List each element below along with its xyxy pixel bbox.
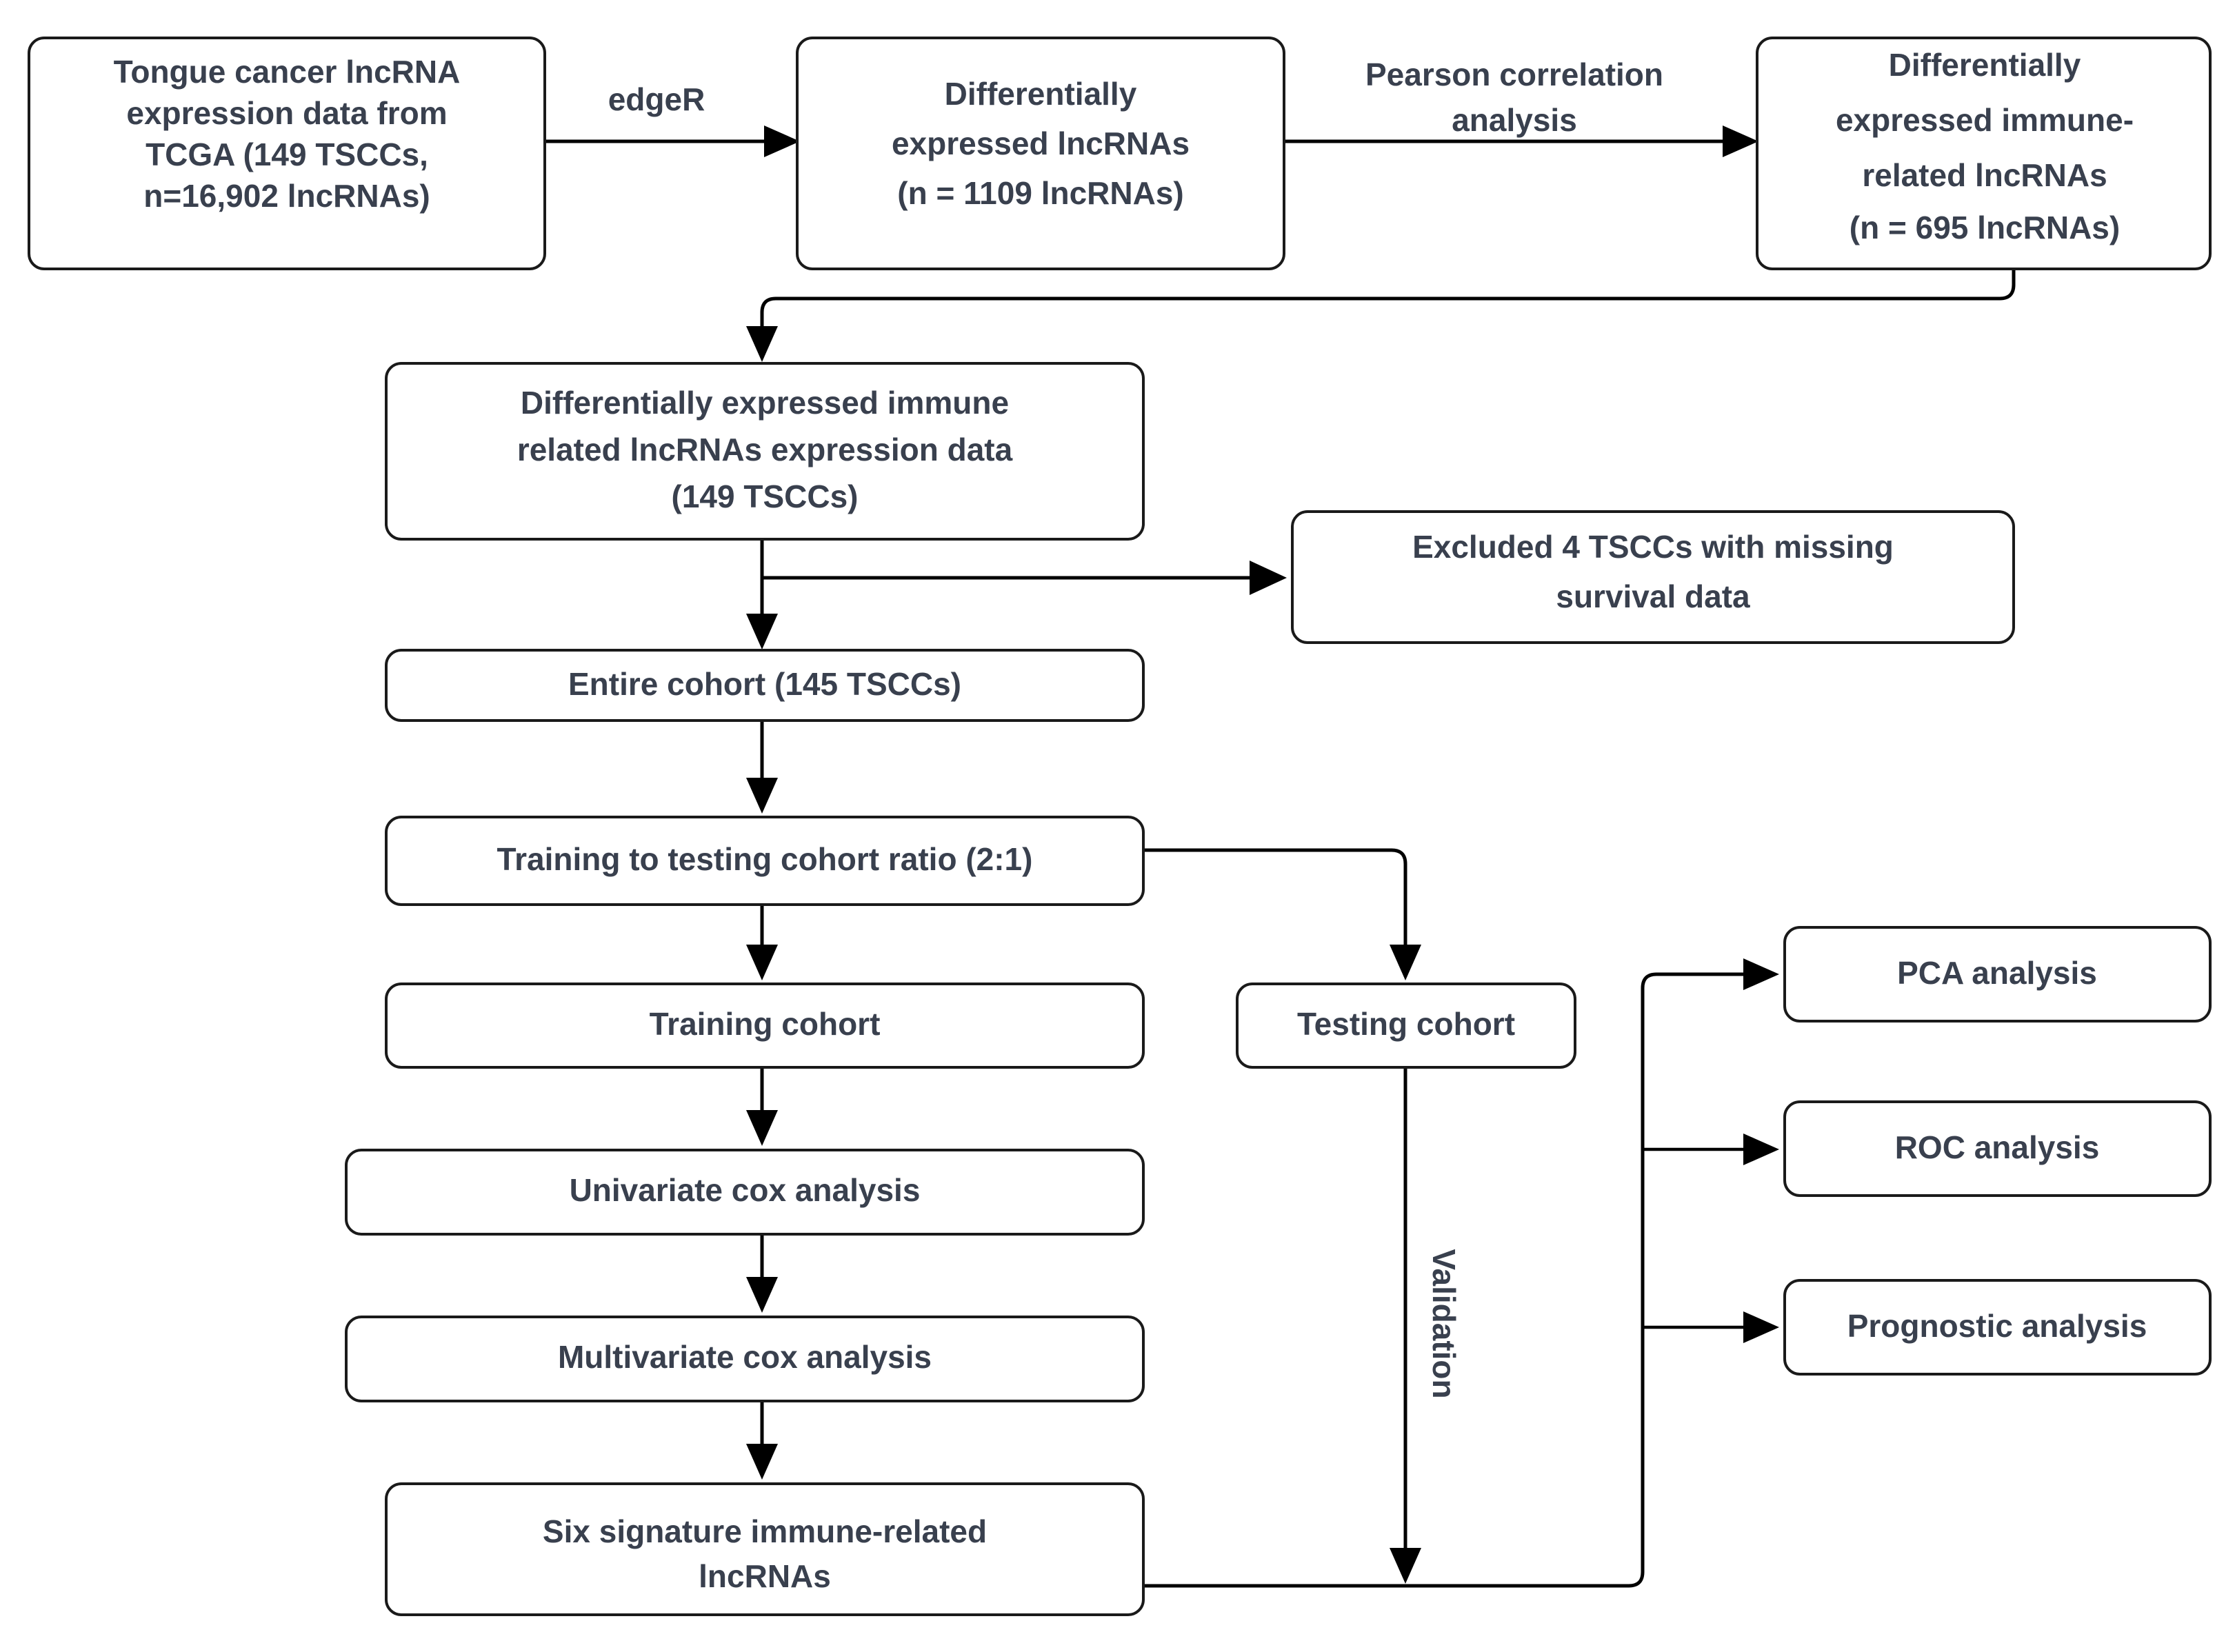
- node-de-lncrnas-line-2: (n = 1109 lncRNAs): [897, 175, 1183, 211]
- arrow-head-icon: [746, 326, 778, 362]
- node-de-immune-lncrnas[interactable]: Differentially expressed immune- related…: [1756, 37, 2212, 270]
- node-de-immune-line-2: related lncRNAs: [1862, 157, 2107, 193]
- node-six-signature-line-0: Six signature immune-related: [543, 1513, 987, 1549]
- node-source-data-line-1: expression data from: [126, 95, 447, 131]
- node-de-immune-line-3: (n = 695 lncRNAs): [1850, 210, 2120, 245]
- node-testing-cohort-label: Testing cohort: [1297, 1006, 1515, 1042]
- arrow-head-icon: [746, 778, 778, 814]
- node-prognostic-label: Prognostic analysis: [1847, 1308, 2147, 1344]
- node-de-lncrnas[interactable]: Differentially expressed lncRNAs (n = 11…: [796, 37, 1285, 270]
- edge-testing-validation: [1390, 1067, 1421, 1584]
- node-entire-cohort-box[interactable]: [385, 649, 1145, 722]
- node-ratio-label: Training to testing cohort ratio (2:1): [497, 841, 1033, 877]
- node-de-immune-lncrnas-box[interactable]: [1756, 37, 2212, 270]
- node-pca-box[interactable]: [1783, 926, 2212, 1023]
- edge-expression-to-entire: [746, 539, 778, 649]
- arrow-head-icon: [1390, 945, 1421, 980]
- edge-multivariate-to-six: [746, 1401, 778, 1480]
- arrow-head-icon: [1723, 125, 1758, 157]
- node-roc-label: ROC analysis: [1895, 1129, 2100, 1165]
- arrow-head-icon: [746, 1277, 778, 1313]
- arrow-head-icon: [746, 945, 778, 980]
- arrow-head-icon: [1390, 1548, 1421, 1584]
- node-entire-cohort-label: Entire cohort (145 TSCCs): [568, 666, 961, 702]
- node-source-data-box[interactable]: [28, 37, 546, 270]
- node-de-immune-line-0: Differentially: [1889, 47, 2081, 83]
- arrow-head-icon: [1250, 561, 1287, 595]
- node-pca[interactable]: PCA analysis: [1783, 926, 2212, 1023]
- node-ratio-box[interactable]: [385, 816, 1145, 906]
- node-source-data-line-2: TCGA (149 TSCCs,: [146, 137, 428, 172]
- node-univariate[interactable]: Univariate cox analysis: [345, 1149, 1145, 1236]
- node-entire-cohort[interactable]: Entire cohort (145 TSCCs): [385, 649, 1145, 722]
- node-source-data-line-3: n=16,902 lncRNAs): [143, 178, 430, 214]
- arrow-head-icon: [1743, 1134, 1779, 1165]
- edge-expression-to-excluded: [762, 561, 1287, 595]
- node-multivariate[interactable]: Multivariate cox analysis: [345, 1316, 1145, 1402]
- node-multivariate-box[interactable]: [345, 1316, 1145, 1402]
- node-expression-data-box[interactable]: [385, 362, 1145, 541]
- arrow-head-icon: [764, 125, 800, 157]
- arrow-head-icon: [746, 1444, 778, 1480]
- node-pca-label: PCA analysis: [1897, 955, 2097, 991]
- edge-ratio-to-testing: [1143, 848, 1421, 980]
- edge-de-to-immune: [1284, 125, 1758, 157]
- node-ratio[interactable]: Training to testing cohort ratio (2:1): [385, 816, 1145, 906]
- edge-label-pearson-line-2: analysis: [1452, 102, 1577, 138]
- arrow-head-icon: [1743, 958, 1779, 990]
- edge-source-to-de: [545, 125, 800, 157]
- node-roc-box[interactable]: [1783, 1100, 2212, 1197]
- node-de-lncrnas-line-1: expressed lncRNAs: [892, 125, 1190, 161]
- node-source-data-line-0: Tongue cancer lncRNA: [114, 54, 461, 90]
- edge-ratio-to-training: [746, 905, 778, 980]
- node-de-lncrnas-line-0: Differentially: [945, 76, 1137, 112]
- edge-immune-to-expression: [746, 269, 2016, 362]
- node-de-lncrnas-box[interactable]: [796, 37, 1285, 270]
- node-training-cohort[interactable]: Training cohort: [385, 983, 1145, 1069]
- node-excluded-box[interactable]: [1291, 510, 2015, 644]
- node-excluded[interactable]: Excluded 4 TSCCs with missing survival d…: [1291, 510, 2015, 644]
- node-de-immune-line-1: expressed immune-: [1836, 102, 2134, 138]
- node-six-signature[interactable]: Six signature immune-related lncRNAs: [385, 1482, 1145, 1616]
- edge-training-to-univariate: [746, 1067, 778, 1146]
- node-testing-cohort[interactable]: Testing cohort: [1236, 983, 1576, 1069]
- node-six-signature-line-1: lncRNAs: [699, 1558, 831, 1594]
- node-expression-data[interactable]: Differentially expressed immune related …: [385, 362, 1145, 541]
- edge-six-to-analyses: [1143, 958, 1779, 1588]
- node-training-cohort-box[interactable]: [385, 983, 1145, 1069]
- arrow-head-icon: [746, 1110, 778, 1146]
- node-univariate-box[interactable]: [345, 1149, 1145, 1236]
- edge-label-pearson-line-1: Pearson correlation: [1365, 57, 1663, 92]
- node-univariate-label: Univariate cox analysis: [570, 1172, 921, 1208]
- node-training-cohort-label: Training cohort: [650, 1006, 881, 1042]
- node-testing-cohort-box[interactable]: [1236, 983, 1576, 1069]
- node-multivariate-label: Multivariate cox analysis: [558, 1339, 932, 1375]
- node-expression-line-2: (149 TSCCs): [672, 479, 859, 514]
- node-excluded-line-1: survival data: [1556, 578, 1750, 614]
- edge-entire-to-ratio: [746, 721, 778, 814]
- node-expression-line-0: Differentially expressed immune: [521, 385, 1009, 421]
- node-prognostic-box[interactable]: [1783, 1279, 2212, 1376]
- node-roc[interactable]: ROC analysis: [1783, 1100, 2212, 1197]
- node-excluded-line-0: Excluded 4 TSCCs with missing: [1412, 529, 1894, 565]
- node-prognostic[interactable]: Prognostic analysis: [1783, 1279, 2212, 1376]
- edge-label-edger: edgeR: [608, 81, 705, 117]
- node-six-signature-box[interactable]: [385, 1482, 1145, 1616]
- edge-label-validation: Validation: [1426, 1249, 1462, 1398]
- node-expression-line-1: related lncRNAs expression data: [517, 432, 1013, 467]
- node-source-data[interactable]: Tongue cancer lncRNA expression data fro…: [28, 37, 546, 270]
- arrow-head-icon: [1743, 1311, 1779, 1343]
- arrow-head-icon: [746, 614, 778, 649]
- edge-univariate-to-multivariate: [746, 1234, 778, 1313]
